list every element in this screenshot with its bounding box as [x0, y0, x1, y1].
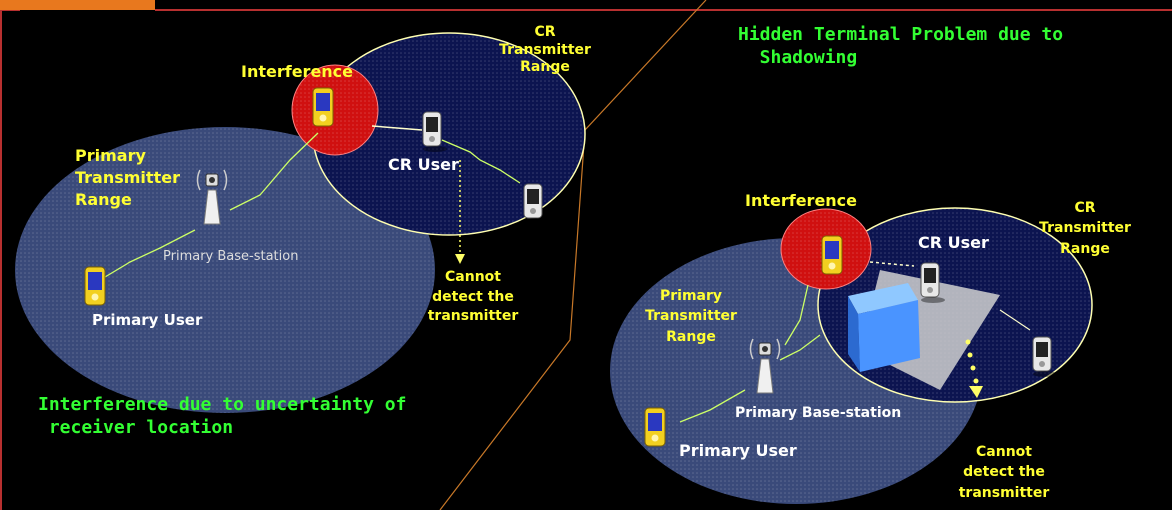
primary-user-label: Primary User — [92, 311, 203, 329]
left-caption: Interference due to uncertainty of recei… — [38, 394, 407, 438]
cr-link — [441, 139, 521, 184]
cr-transmitter-range-label: CR Transmitter Range — [1039, 200, 1131, 257]
link-line — [371, 125, 423, 131]
primary-base-station-label: Primary Base-station — [163, 249, 299, 264]
primary-transmitter-range-label: Primary Transmitter Range — [645, 288, 737, 345]
cell-phone-icon — [821, 235, 843, 275]
obstacle-box-icon — [848, 283, 920, 372]
cannot-detect-label: Cannot detect the transmitter — [958, 444, 1050, 501]
cr-user-label: CR User — [918, 233, 989, 252]
bs-primary-link — [99, 229, 196, 281]
interference-label: Interference — [241, 62, 354, 81]
primary-user-label: Primary User — [679, 441, 797, 460]
cell-phone-icon — [84, 266, 106, 306]
cr-user-label: CR User — [388, 155, 459, 174]
bs-interference-link — [229, 132, 319, 211]
dotted-arrow — [965, 339, 983, 398]
panel-divider — [439, 0, 707, 510]
interference-label: Interference — [745, 191, 858, 210]
right-panel — [610, 207, 1093, 504]
primary-base-station-label: Primary Base-station — [735, 405, 902, 421]
corner-tab — [0, 0, 155, 10]
primary-transmitter-range-label: Primary Transmitter Range — [75, 146, 180, 210]
cell-phone-icon — [312, 87, 334, 127]
right-title: Hidden Terminal Problem due to Shadowing — [738, 24, 1064, 68]
cell-phone-icon — [644, 407, 666, 447]
cr-transmitter-range-label: CR Transmitter Range — [499, 24, 591, 75]
cannot-detect-label: Cannot detect the transmitter — [427, 269, 519, 325]
left-panel — [15, 32, 586, 413]
